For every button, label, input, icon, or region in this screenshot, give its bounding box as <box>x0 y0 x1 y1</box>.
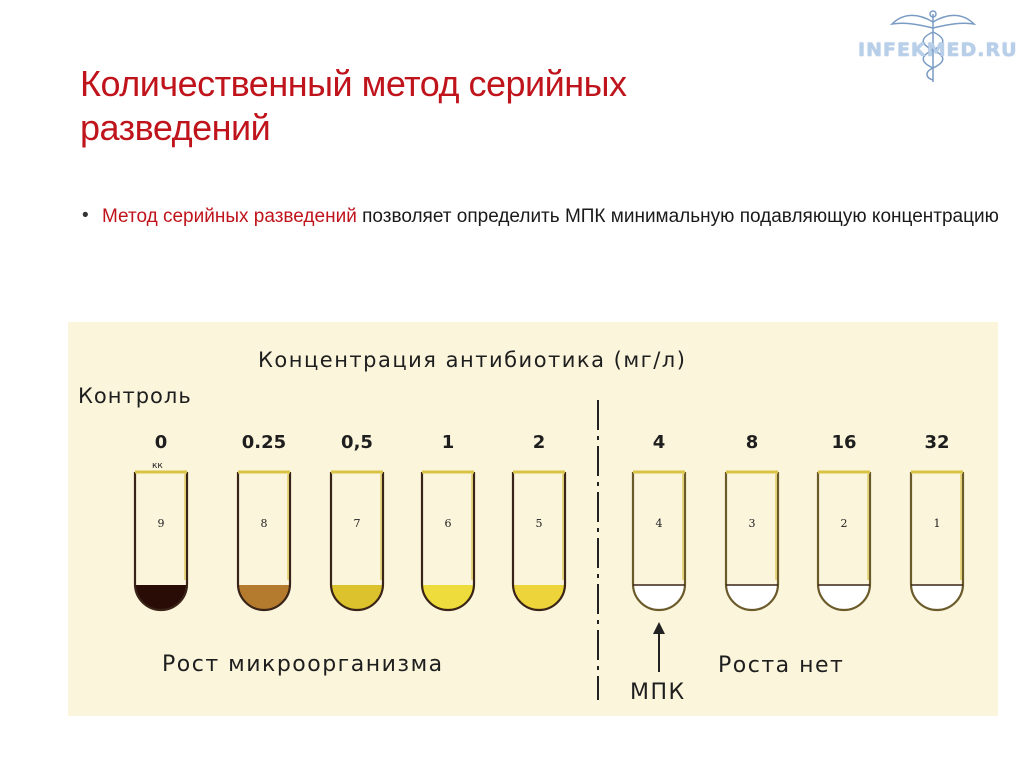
test-tube-4: 44 <box>631 432 687 612</box>
bullet-dot-icon: • <box>82 205 89 226</box>
bullet-point: • Метод серийных разведений позволяет оп… <box>82 205 1024 228</box>
tube-outline <box>133 472 189 612</box>
test-tube-9: 09 <box>133 432 189 612</box>
test-tube-8: 0.25 8 <box>236 432 292 612</box>
tube-outline <box>909 472 965 612</box>
tube-fluid <box>911 584 963 610</box>
bullet-body-text: позволяет определить МПК минимальную под… <box>356 206 999 227</box>
concentration-label: 8 <box>746 432 759 453</box>
test-tube-1: 32 1 <box>909 432 965 612</box>
tube-fluid <box>633 584 685 610</box>
tube-number: 9 <box>158 517 165 530</box>
tube-fluid <box>818 584 870 610</box>
test-tube-3: 83 <box>724 432 780 612</box>
tube-outline <box>724 472 780 612</box>
tube-fluid <box>331 584 383 610</box>
concentration-label: 1 <box>442 432 455 453</box>
concentration-label: 16 <box>831 432 856 453</box>
tube-outline <box>329 472 385 612</box>
tube-outline <box>420 472 476 612</box>
tubes-diagram: Концентрация антибиотика (мг/л) Контроль… <box>78 348 965 705</box>
no-growth-label: Роста нет <box>718 653 844 678</box>
concentration-heading: Концентрация антибиотика (мг/л) <box>258 348 686 372</box>
test-tube-7: 0,57 <box>329 432 385 612</box>
tube-outline <box>816 472 872 612</box>
tube-number: 6 <box>445 517 452 530</box>
tube-outline <box>631 472 687 612</box>
tube-number: 3 <box>749 517 756 530</box>
tube-fluid <box>513 584 565 610</box>
concentration-label: 0.25 <box>242 432 286 453</box>
test-tube-2: 16 2 <box>816 432 872 612</box>
tube-outline <box>236 472 292 612</box>
caduceus-icon <box>889 10 977 82</box>
concentration-label: 0 <box>155 432 168 453</box>
tube-number: 4 <box>656 517 663 530</box>
concentration-label: 0,5 <box>341 432 373 453</box>
tube-fluid <box>238 584 290 610</box>
slide-title: Количественный метод серийных разведений <box>80 63 627 148</box>
mic-label: МПК <box>630 680 686 705</box>
test-tube-6: 16 <box>420 432 476 612</box>
control-mark: кк <box>152 461 163 471</box>
mic-arrow-icon <box>653 622 665 634</box>
tube-fluid <box>422 584 474 610</box>
tube-number: 2 <box>841 517 848 530</box>
serial-dilution-figure: Концентрация антибиотика (мг/л) Контроль… <box>68 322 998 716</box>
tube-number: 8 <box>261 517 268 530</box>
tube-number: 7 <box>354 517 361 530</box>
concentration-label: 2 <box>533 432 546 453</box>
tube-fluid <box>726 584 778 610</box>
logo-text: INFEKMED.RU <box>858 39 1018 61</box>
concentration-label: 32 <box>924 432 949 453</box>
test-tube-5: 25 <box>511 432 567 612</box>
tube-fluid <box>135 584 187 610</box>
concentration-label: 4 <box>653 432 666 453</box>
infekmed-logo: INFEKMED.RU <box>858 8 1018 86</box>
control-label: Контроль <box>78 384 192 408</box>
tube-number: 1 <box>934 517 941 530</box>
tube-outline <box>511 472 567 612</box>
bullet-accent-text: Метод серийных разведений <box>102 206 357 227</box>
growth-label: Рост микроорганизма <box>162 652 444 677</box>
tube-number: 5 <box>536 517 543 530</box>
